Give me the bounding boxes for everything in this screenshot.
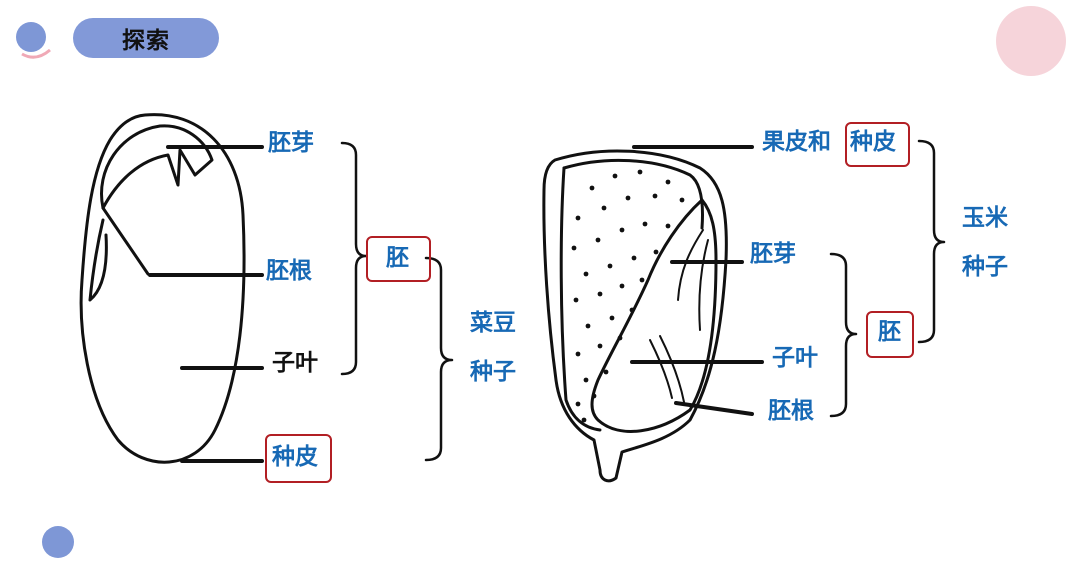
bean-braces <box>340 141 454 462</box>
corn-label-radicle: 胚根 <box>768 398 814 424</box>
bean-seed-coat-highlight <box>265 434 332 483</box>
corn-label-seed-coat: 种皮 <box>850 129 896 155</box>
corn-endosperm-speckles <box>571 169 685 423</box>
corn-seed-coat-highlight <box>845 122 910 167</box>
bean-seed-title-line2: 种子 <box>470 359 516 385</box>
corn-embryo-highlight <box>866 311 914 358</box>
bean-embryo-highlight <box>366 236 431 282</box>
corn-label-cotyledon: 子叶 <box>772 345 818 371</box>
corn-seed-drawing <box>542 145 764 483</box>
decorative-arc <box>21 48 51 59</box>
corn-label-plumule: 胚芽 <box>750 241 796 267</box>
bean-label-radicle: 胚根 <box>266 258 312 284</box>
page-title: 探索 <box>122 28 170 54</box>
bean-label-embryo: 胚 <box>386 245 409 271</box>
corn-seed-title-line2: 种子 <box>962 254 1008 280</box>
bean-seed-drawing <box>79 113 264 464</box>
decorative-pink-circle <box>996 6 1066 76</box>
bean-label-seed-coat: 种皮 <box>272 444 318 470</box>
decorative-dot <box>16 22 46 52</box>
corn-label-embryo: 胚 <box>878 319 901 345</box>
section-title-badge: 探索 <box>73 18 219 58</box>
bean-label-cotyledon: 子叶 <box>272 350 318 376</box>
decorative-dot-bottom <box>42 526 74 558</box>
corn-braces <box>829 139 946 418</box>
bean-label-plumule: 胚芽 <box>268 130 314 156</box>
corn-seed-title-line1: 玉米 <box>962 205 1008 231</box>
corn-label-pericarp: 果皮和 <box>762 129 831 155</box>
bean-seed-title-line1: 菜豆 <box>470 310 516 336</box>
